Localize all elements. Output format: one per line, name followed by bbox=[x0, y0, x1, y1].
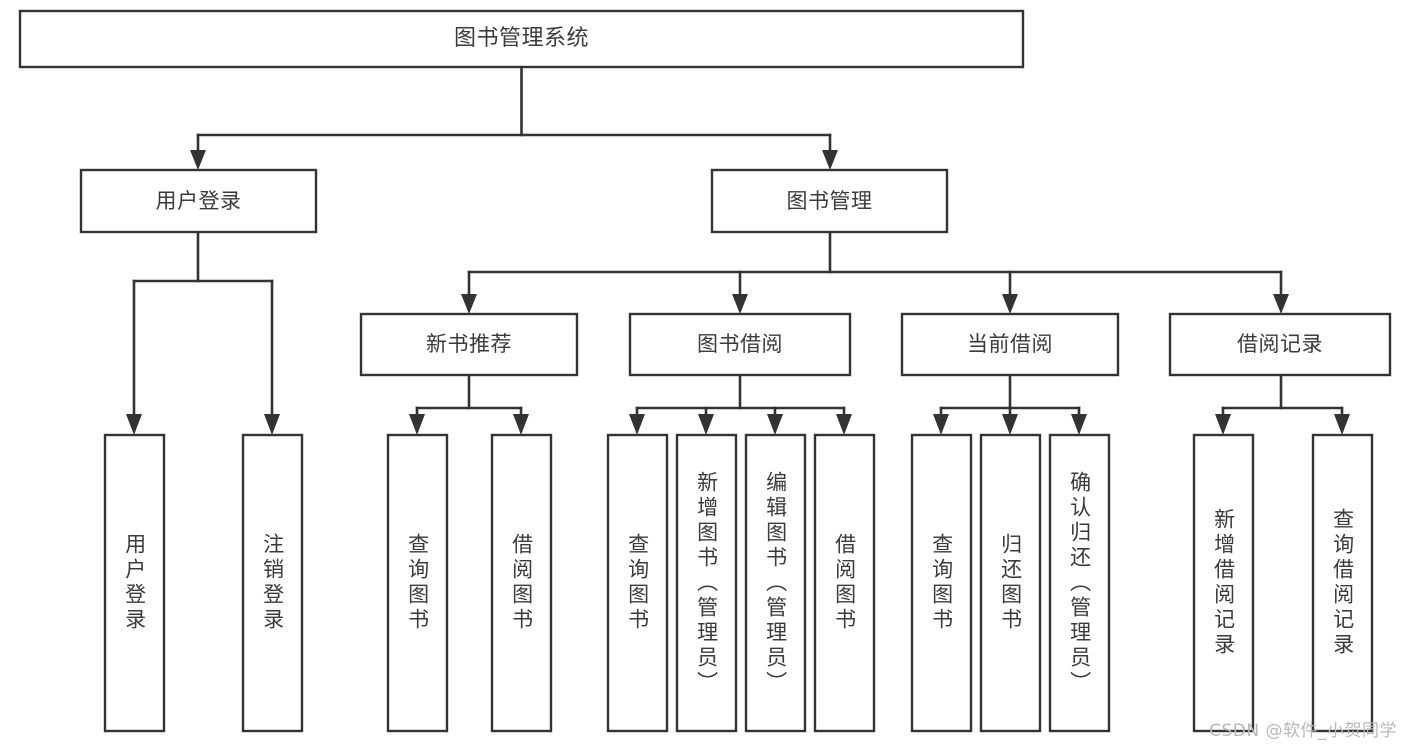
connector-borrow-record-to-leaves bbox=[1215, 373, 1350, 435]
leaf-current-2 bbox=[1048, 433, 1111, 733]
node-borrow-record bbox=[1168, 312, 1392, 377]
leaf-borrow-1 bbox=[675, 433, 738, 733]
connector-root-to-level2 bbox=[190, 65, 838, 170]
connector-book-management-to-level3 bbox=[461, 230, 1289, 314]
connector-new-book-to-leaves bbox=[409, 373, 529, 435]
leaf-record-1 bbox=[1311, 433, 1374, 733]
connector-book-borrow-to-leaves bbox=[629, 373, 852, 435]
node-book-borrow bbox=[628, 312, 852, 377]
node-book-management bbox=[710, 168, 949, 234]
leaf-current-0 bbox=[910, 433, 973, 733]
node-new-book-recommend bbox=[359, 312, 579, 377]
leaf-new-book-0 bbox=[386, 433, 449, 733]
node-root bbox=[18, 9, 1025, 69]
leaf-borrow-0 bbox=[606, 433, 669, 733]
leaf-user-login-1 bbox=[241, 433, 304, 733]
leaf-current-1 bbox=[979, 433, 1042, 733]
leaf-user-login-0 bbox=[103, 433, 166, 733]
leaf-new-book-1 bbox=[490, 433, 553, 733]
leaf-record-0 bbox=[1192, 433, 1255, 733]
leaf-borrow-3 bbox=[813, 433, 876, 733]
node-user-login bbox=[79, 168, 318, 234]
connector-user-login-to-leaves bbox=[126, 230, 280, 435]
connector-current-borrow-to-leaves bbox=[933, 373, 1087, 435]
node-current-borrow bbox=[900, 312, 1120, 377]
leaf-borrow-2 bbox=[744, 433, 807, 733]
